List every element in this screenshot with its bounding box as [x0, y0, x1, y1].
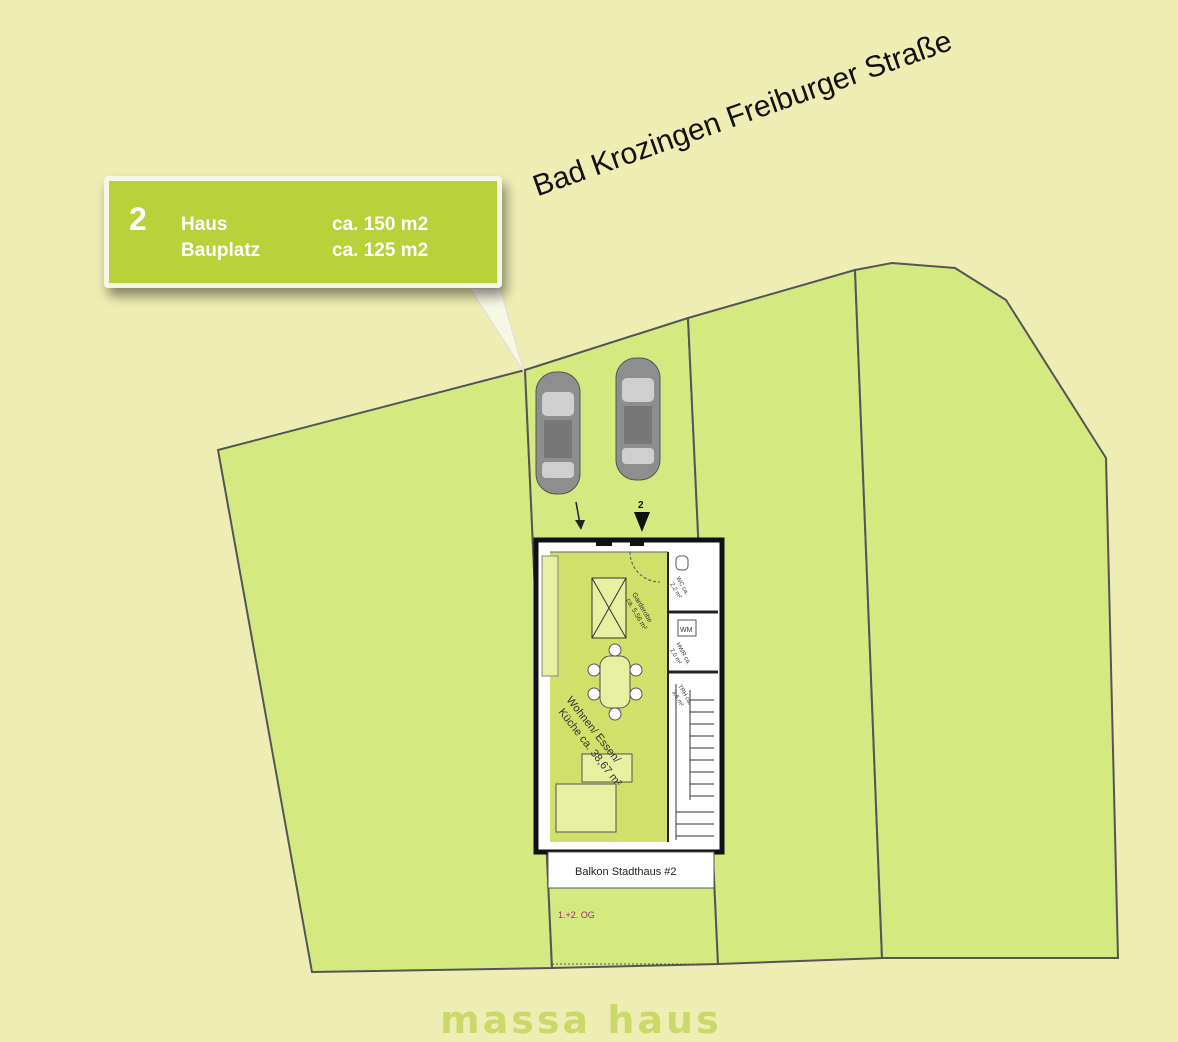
room-label-wm: WM — [680, 627, 693, 634]
car-left — [535, 371, 581, 495]
entrance-arrow-main — [634, 512, 650, 532]
og-label: 1.+2. OG — [558, 910, 595, 920]
info-label-bauplatz: Bauplatz — [181, 240, 261, 261]
house-floorplan — [533, 537, 725, 855]
plot-left — [216, 368, 554, 974]
car-right — [615, 357, 661, 481]
balcony-label: Balkon Stadthaus #2 — [575, 866, 677, 878]
info-value-bauplatz: ca. 125 m2 — [332, 240, 429, 261]
plot-number: 2 — [129, 201, 147, 237]
info-label-haus: Haus — [181, 214, 228, 235]
brand-logo: massa haus — [440, 998, 722, 1042]
balcony — [547, 851, 715, 889]
info-value-haus: ca. 150 m2 — [332, 214, 429, 235]
callout-pointer — [469, 287, 525, 373]
info-row-bauplatz: Bauplatz ca. 125 m2 — [181, 240, 428, 262]
plot-info-callout: 2 Haus ca. 150 m2 Bauplatz ca. 125 m2 — [104, 176, 502, 288]
entrance-arrow-small — [575, 501, 585, 530]
parking-number: 2 — [638, 500, 644, 511]
info-row-haus: Haus ca. 150 m2 — [181, 214, 428, 236]
plot-right — [853, 261, 1120, 959]
